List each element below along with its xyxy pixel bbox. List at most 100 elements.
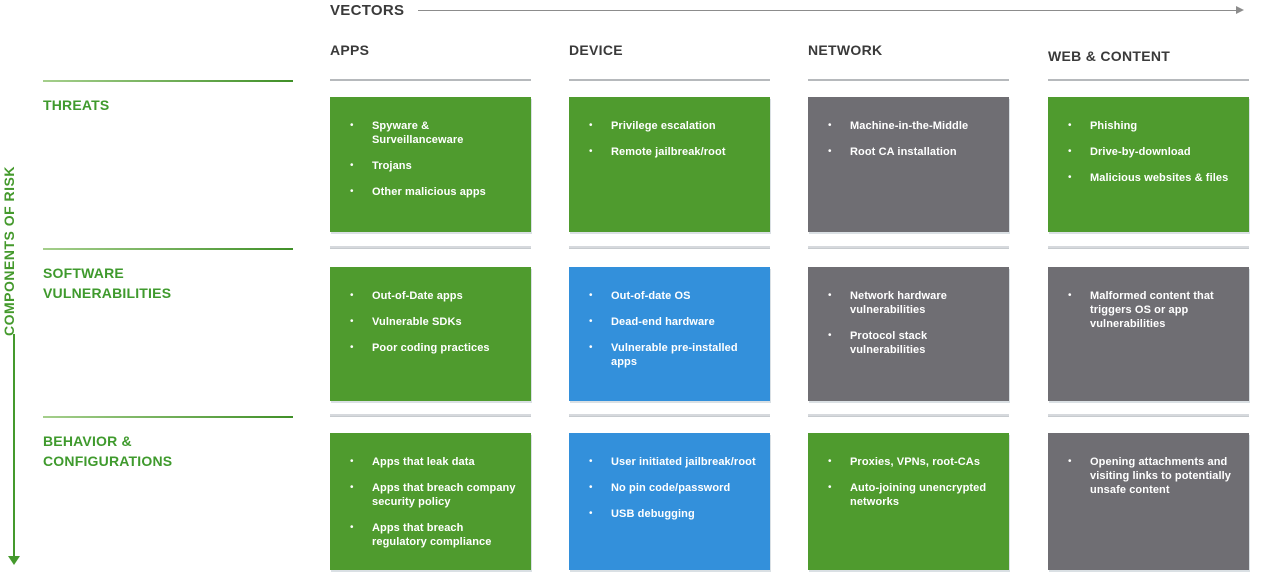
bullet-icon: • xyxy=(828,120,832,131)
bullet-item-label: Apps that breach company security policy xyxy=(372,482,516,508)
bullet-icon: • xyxy=(350,290,354,301)
bullet-item-label: Opening attachments and visiting links t… xyxy=(1090,456,1232,496)
bullet-item-label: Remote jailbreak/root xyxy=(611,146,726,158)
right-arrow-line xyxy=(418,10,1236,11)
bullet-item: •Dead-end hardware xyxy=(587,315,756,329)
bullet-item-label: Other malicious apps xyxy=(372,186,486,198)
separator-line xyxy=(330,246,531,249)
bullet-icon: • xyxy=(828,456,832,467)
cell-software-vulnerabilities-apps: • Out-of-Date apps • Vulnerable SDKs • Poor c… xyxy=(330,267,531,401)
bullet-item-label: Auto-joining unencrypted networks xyxy=(850,482,987,508)
bullet-item: • Privilege escalation xyxy=(587,119,756,133)
cell-threats-device: • Privilege escalation • Remote jailbreak/r… xyxy=(569,97,770,232)
row-label-threats: THREATS xyxy=(43,80,293,115)
bullet-icon: • xyxy=(1068,290,1072,301)
separator-line xyxy=(1048,414,1249,417)
bullet-item-label: Out-of-Date apps xyxy=(372,290,463,302)
separator-line xyxy=(569,79,770,81)
separator-line xyxy=(330,414,531,417)
bullet-icon: • xyxy=(828,330,832,341)
bullet-item-label: Phishing xyxy=(1090,120,1138,132)
cell-software-vulnerabilities-web-content: • Malformed content that triggers OS or a… xyxy=(1048,267,1249,401)
bullet-icon: • xyxy=(1068,456,1072,467)
row-label-behavior-configurations: BEHAVIOR & CONFIGURATIONS xyxy=(43,416,293,471)
bullet-icon: • xyxy=(350,342,354,353)
bullet-icon: • xyxy=(350,160,354,171)
bullet-item-label: Privilege escalation xyxy=(611,120,716,132)
bullet-icon: • xyxy=(589,482,593,493)
bullet-icon: • xyxy=(828,146,832,157)
bullet-icon: • xyxy=(589,342,593,353)
cell-behavior-configurations-network: • Proxies, VPNs, root-CAs • Auto-joining un… xyxy=(808,433,1009,570)
bullet-item: • Network hardware vulnerabilities xyxy=(826,289,995,317)
components-of-risk-label: COMPONENTS OF RISK xyxy=(1,165,17,336)
bullet-item-label: Machine-in-the-Middle xyxy=(850,120,969,132)
bullet-icon: • xyxy=(589,120,593,131)
bullet-icon: • xyxy=(589,456,593,467)
bullet-item: • No pin code/password xyxy=(587,481,756,495)
bullet-item: • Apps that leak data xyxy=(348,455,517,469)
bullet-item: • Malicious websites & files xyxy=(1066,171,1235,185)
bullet-icon: • xyxy=(1068,172,1072,183)
bullet-item: • Out-of-Date apps xyxy=(348,289,517,303)
separator-line xyxy=(808,79,1009,81)
bullet-item-label: Malicious websites & files xyxy=(1090,172,1229,184)
separator-line xyxy=(330,79,531,81)
bullet-item-label: Root CA installation xyxy=(850,146,957,158)
cell-threats-network: • Machine-in-the-Middle • Root CA installat… xyxy=(808,97,1009,232)
bullet-item-label: Apps that leak data xyxy=(372,456,475,468)
bullet-item: • Vulnerable SDKs xyxy=(348,315,517,329)
bullet-item-label: User initiated jailbreak/root xyxy=(611,456,756,468)
bullet-item-label: No pin code/password xyxy=(611,482,731,494)
bullet-item-label: Spyware & Surveillanceware xyxy=(372,120,464,146)
bullet-item-label: Malformed content that triggers OS or ap… xyxy=(1090,290,1214,330)
bullet-item: • Root CA installation xyxy=(826,145,995,159)
bullet-item: • Opening attachments and visiting links … xyxy=(1066,455,1235,497)
cell-behavior-configurations-web-content: • Opening attachments and visiting links … xyxy=(1048,433,1249,570)
bullet-icon: • xyxy=(350,316,354,327)
bullet-item-label: USB debugging xyxy=(611,508,695,520)
column-header-device: DEVICE xyxy=(569,42,623,58)
bullet-item: • Malformed content that triggers OS or a… xyxy=(1066,289,1235,331)
bullet-item: • Proxies, VPNs, root-CAs xyxy=(826,455,995,469)
bullet-item-label: Proxies, VPNs, root-CAs xyxy=(850,456,981,468)
separator-line xyxy=(1048,79,1249,81)
bullet-item: • Poor coding practices xyxy=(348,341,517,355)
bullet-icon: • xyxy=(350,456,354,467)
down-arrow-line xyxy=(13,334,15,558)
bullet-item-label: Dead-end hardware xyxy=(611,316,715,328)
bullet-icon: • xyxy=(828,290,832,301)
down-arrow-icon xyxy=(8,556,20,565)
vectors-label: VECTORS xyxy=(330,2,405,19)
bullet-item: • Apps that breach regulatory compliance xyxy=(348,521,517,549)
bullet-item-label: Trojans xyxy=(372,160,412,172)
bullet-icon: • xyxy=(350,482,354,493)
bullet-item: • Out-of-date OS xyxy=(587,289,756,303)
separator-line xyxy=(1048,246,1249,249)
cell-threats-web-content: • Phishing • Drive-by-download • Malicious we… xyxy=(1048,97,1249,232)
bullet-icon: • xyxy=(350,522,354,533)
right-arrow-icon xyxy=(1236,6,1244,14)
bullet-item-label: Poor coding practices xyxy=(372,342,490,354)
bullet-item-label: Protocol stack vulnerabilities xyxy=(850,330,928,356)
bullet-item: •Vulnerable pre-installed apps xyxy=(587,341,756,369)
bullet-icon: • xyxy=(1068,146,1072,157)
separator-line xyxy=(569,246,770,249)
bullet-item-label: Drive-by-download xyxy=(1090,146,1191,158)
column-header-web-content: WEB & CONTENT xyxy=(1048,48,1171,64)
bullet-icon: • xyxy=(589,146,593,157)
bullet-icon: • xyxy=(589,290,593,301)
bullet-icon: • xyxy=(828,482,832,493)
bullet-item-label: Network hardware vulnerabilities xyxy=(850,290,947,316)
separator-line xyxy=(808,246,1009,249)
bullet-item-label: Apps that breach regulatory compliance xyxy=(372,522,492,548)
bullet-item: • Trojans xyxy=(348,159,517,173)
bullet-item-label: Vulnerable SDKs xyxy=(372,316,462,328)
cell-software-vulnerabilities-device: •Out-of-date OS•Dead-end hardware•Vulner… xyxy=(569,267,770,401)
bullet-item: • Apps that breach company security polic… xyxy=(348,481,517,509)
bullet-item-label: Out-of-date OS xyxy=(611,290,691,302)
cell-behavior-configurations-apps: • Apps that leak data • Apps that breach co… xyxy=(330,433,531,570)
bullet-icon: • xyxy=(589,508,593,519)
bullet-item: • USB debugging xyxy=(587,507,756,521)
